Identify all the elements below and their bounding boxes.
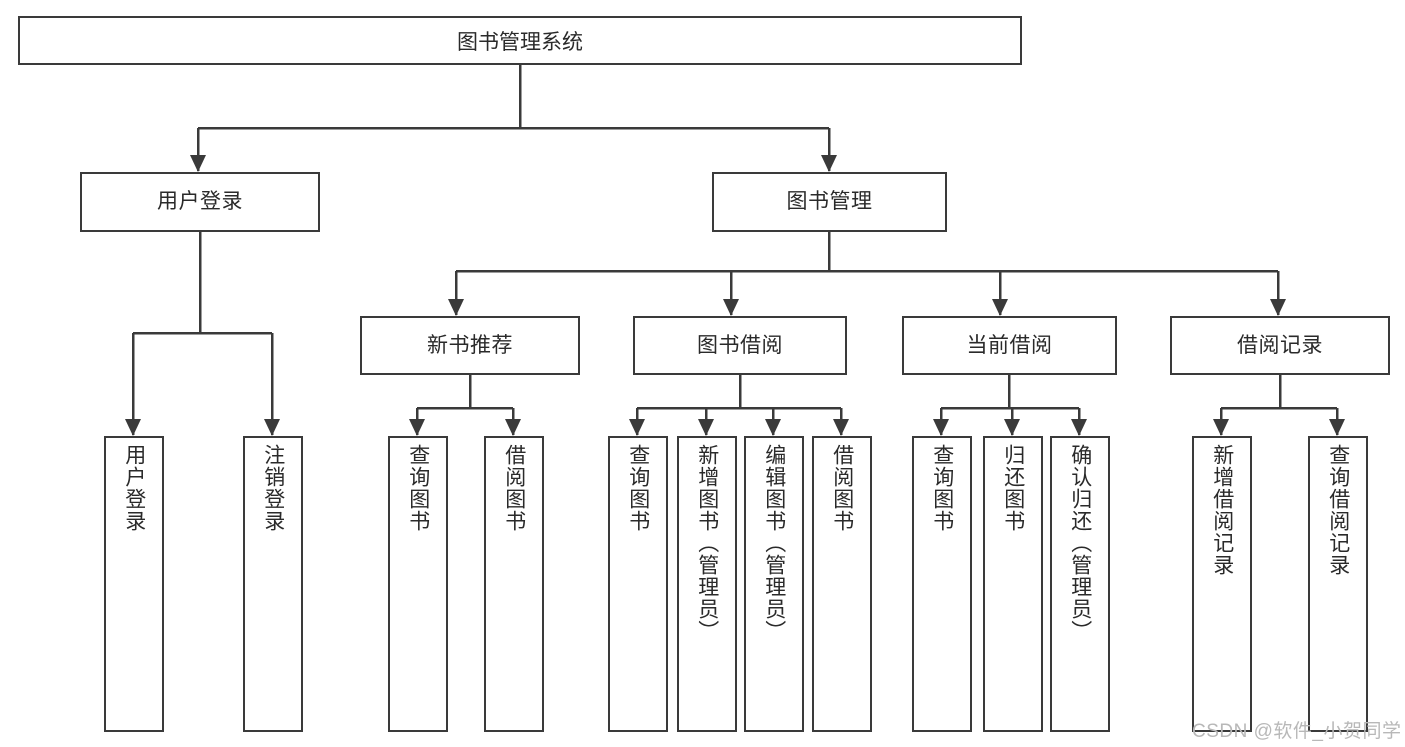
watermark-text: CSDN @软件_小贺同学	[1192, 721, 1402, 742]
node-leaf-query-book-borrow[interactable]: 查询图书	[608, 436, 668, 732]
node-leaf-add-record[interactable]: 新增借阅记录	[1192, 436, 1252, 732]
node-user-login[interactable]: 用户登录	[80, 172, 320, 232]
node-leaf-return-book[interactable]: 归还图书	[983, 436, 1043, 732]
node-leaf-user-logout[interactable]: 注销登录	[243, 436, 303, 732]
node-leaf-confirm-return-label: 确认归还（管理员）	[1068, 444, 1092, 642]
node-leaf-return-book-label: 归还图书	[1001, 444, 1025, 532]
node-leaf-query-book-cur-label: 查询图书	[930, 444, 954, 532]
node-leaf-query-book-cur[interactable]: 查询图书	[912, 436, 972, 732]
node-leaf-query-record[interactable]: 查询借阅记录	[1308, 436, 1368, 732]
node-book-borrow-label: 图书借阅	[697, 333, 783, 357]
node-current-borrow-label: 当前借阅	[966, 333, 1053, 357]
node-current-borrow[interactable]: 当前借阅	[902, 316, 1117, 375]
node-leaf-edit-book-label: 编辑图书（管理员）	[762, 444, 786, 642]
node-leaf-borrow-book-rec-label: 借阅图书	[502, 444, 526, 532]
node-user-login-label: 用户登录	[157, 190, 243, 214]
node-leaf-user-logout-label: 注销登录	[261, 444, 285, 532]
node-new-book-recommend-label: 新书推荐	[427, 333, 513, 357]
node-leaf-user-login[interactable]: 用户登录	[104, 436, 164, 732]
node-root[interactable]: 图书管理系统	[18, 16, 1022, 65]
node-leaf-query-book-rec[interactable]: 查询图书	[388, 436, 448, 732]
node-borrow-record[interactable]: 借阅记录	[1170, 316, 1390, 375]
node-leaf-add-record-label: 新增借阅记录	[1210, 444, 1234, 576]
node-leaf-query-book-rec-label: 查询图书	[406, 444, 430, 532]
node-leaf-borrow-book[interactable]: 借阅图书	[812, 436, 872, 732]
node-book-manage[interactable]: 图书管理	[712, 172, 947, 232]
node-book-borrow[interactable]: 图书借阅	[633, 316, 847, 375]
node-new-book-recommend[interactable]: 新书推荐	[360, 316, 580, 375]
node-book-manage-label: 图书管理	[786, 190, 873, 214]
node-leaf-user-login-label: 用户登录	[122, 444, 146, 532]
node-leaf-query-record-label: 查询借阅记录	[1326, 444, 1350, 576]
node-leaf-edit-book[interactable]: 编辑图书（管理员）	[744, 436, 804, 732]
node-leaf-borrow-book-label: 借阅图书	[830, 444, 854, 532]
node-leaf-borrow-book-rec[interactable]: 借阅图书	[484, 436, 544, 732]
node-leaf-add-book-label: 新增图书（管理员）	[695, 444, 719, 642]
node-root-label: 图书管理系统	[457, 30, 583, 54]
node-borrow-record-label: 借阅记录	[1237, 333, 1323, 357]
node-leaf-confirm-return[interactable]: 确认归还（管理员）	[1050, 436, 1110, 732]
node-leaf-add-book[interactable]: 新增图书（管理员）	[677, 436, 737, 732]
node-leaf-query-book-borrow-label: 查询图书	[626, 444, 650, 532]
